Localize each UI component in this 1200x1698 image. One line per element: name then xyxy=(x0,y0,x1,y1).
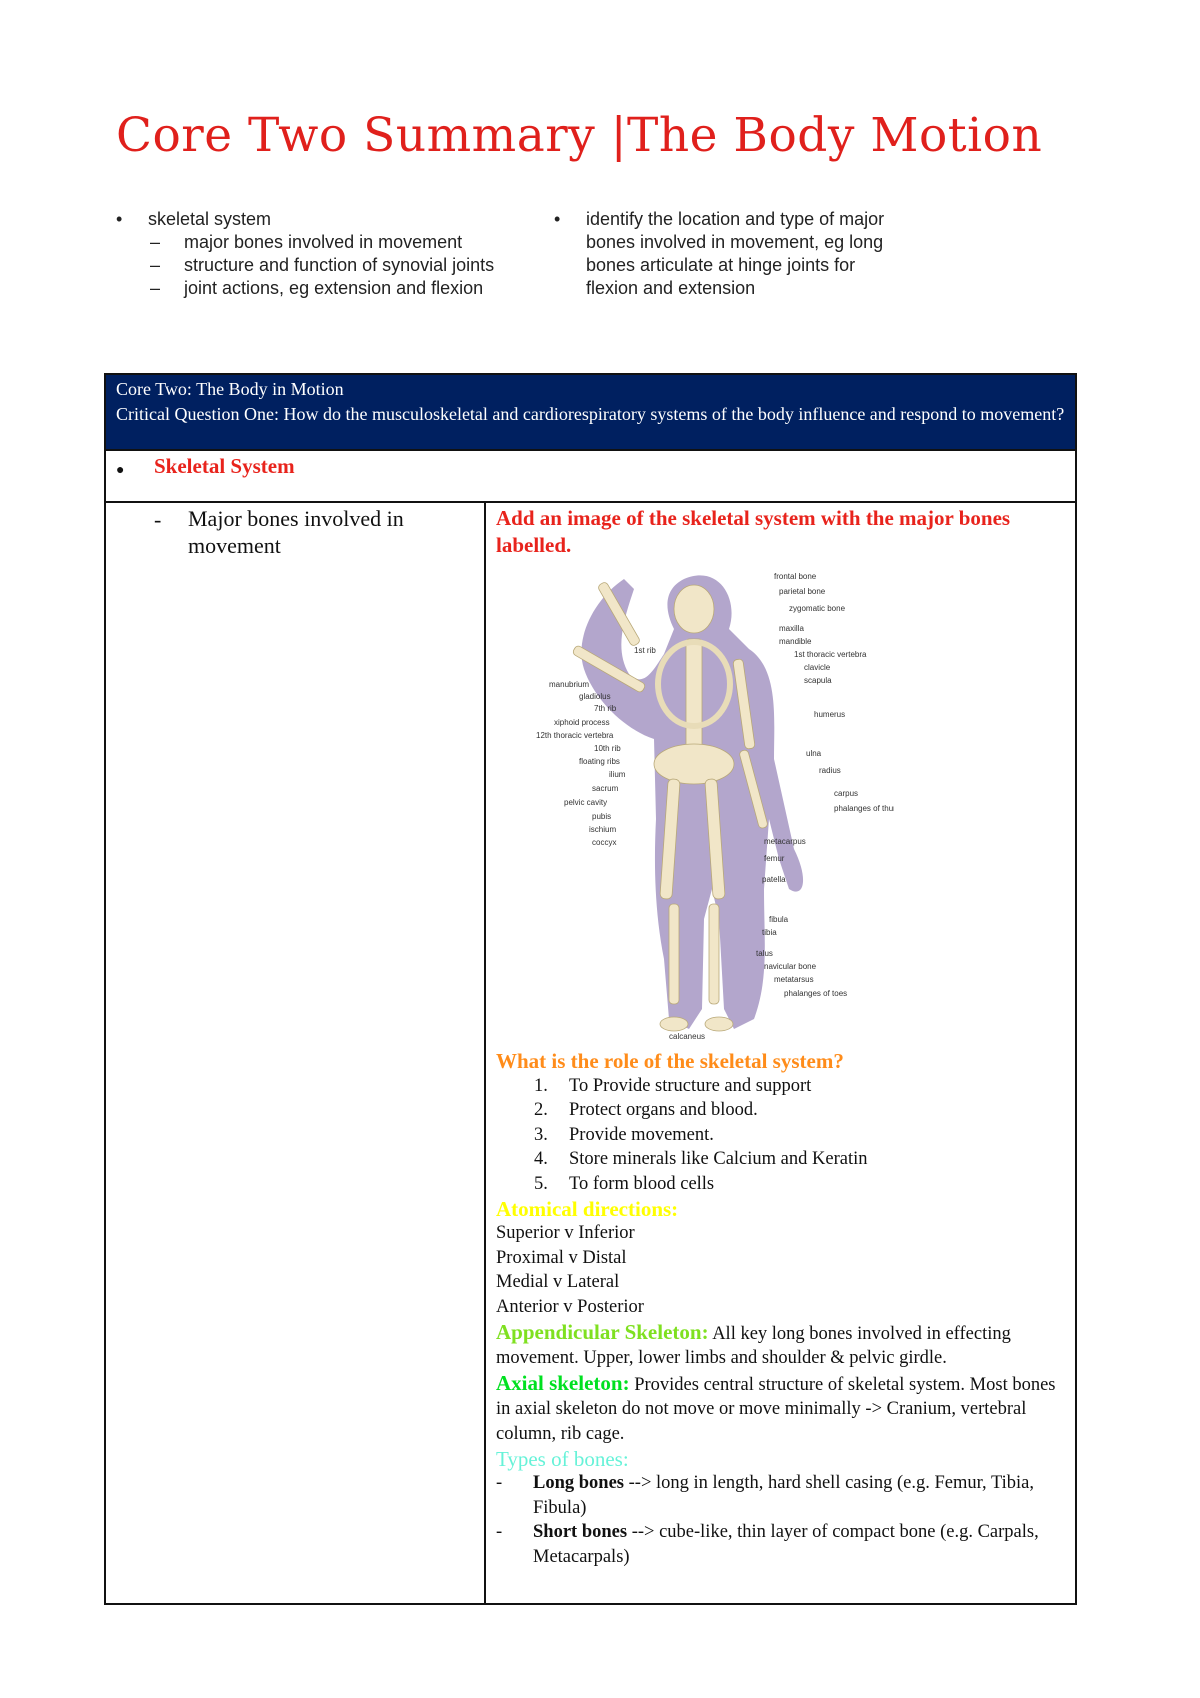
figure-label: 1st thoracic vertebra xyxy=(794,650,867,659)
list-item: 2.Protect organs and blood. xyxy=(534,1100,758,1121)
figure-label: 12th thoracic vertebra xyxy=(536,731,614,740)
list-item: -Short bones --> cube-like, thin layer o… xyxy=(496,1522,1039,1567)
critical-question: Critical Question One: How do the muscul… xyxy=(116,404,1065,424)
figure-label: talus xyxy=(756,949,773,958)
figure-label: navicular bone xyxy=(764,962,817,971)
bullet-icon: • xyxy=(554,209,561,229)
syllabus-subitem: joint actions, eg extension and flexion xyxy=(184,278,484,298)
figure-label: gladiolus xyxy=(579,692,611,701)
page-title: Core Two Summary |The Body Motion xyxy=(116,108,1043,163)
roles-list: 1.To Provide structure and support 2.Pro… xyxy=(496,1074,1065,1197)
syllabus-line: flexion and extension xyxy=(586,278,756,298)
instruction-text: Add an image of the skeletal system with… xyxy=(496,506,1011,557)
figure-label: patella xyxy=(762,875,786,884)
section-title: Skeletal System xyxy=(154,454,295,478)
list-item: 1.To Provide structure and support xyxy=(534,1075,812,1096)
figure-label: manubrium xyxy=(549,680,589,689)
topic-cell: - Major bones involved in movement xyxy=(104,501,486,1605)
figure-label: maxilla xyxy=(779,624,804,633)
figure-label: coccyx xyxy=(592,838,616,847)
axial-heading: Axial skeleton: xyxy=(496,1370,630,1395)
syllabus-subitem: major bones involved in movement xyxy=(184,232,463,252)
figure-label: frontal bone xyxy=(774,572,817,581)
section-row: ● Skeletal System xyxy=(104,449,1077,503)
figure-label: zygomatic bone xyxy=(789,604,846,613)
figure-label: pelvic cavity xyxy=(564,798,607,807)
figure-label: tibia xyxy=(762,928,777,937)
appendicular-paragraph: Appendicular Skeleton: All key long bone… xyxy=(496,1320,1065,1371)
dash-icon: – xyxy=(150,278,161,298)
figure-label: ischium xyxy=(589,825,616,834)
figure-label: femur xyxy=(764,854,785,863)
figure-label: mandible xyxy=(779,637,812,646)
figure-label: 7th rib xyxy=(594,704,617,713)
appendicular-text: All key long bones involved in effecting… xyxy=(496,1323,1011,1369)
figure-label: phalanges of thumb and fingers xyxy=(834,804,894,813)
figure-label: parietal bone xyxy=(779,587,826,596)
direction-item: Superior v Inferior xyxy=(496,1223,635,1244)
figure-label: humerus xyxy=(814,710,845,719)
directions-heading: Atomical directions: xyxy=(496,1196,679,1221)
list-item: 4.Store minerals like Calcium and Kerati… xyxy=(534,1149,868,1170)
syllabus-item: skeletal system xyxy=(148,209,272,229)
dash-icon: – xyxy=(150,255,161,275)
figure-labels: frontal bone parietal bone zygomatic bon… xyxy=(536,572,894,1041)
figure-label: calcaneus xyxy=(669,1032,705,1041)
syllabus-left: • skeletal system – major bones involved i… xyxy=(116,208,494,300)
summary-table: Core Two: The Body in Motion Critical Qu… xyxy=(104,373,1077,1605)
syllabus-right: • identify the location and type of major… xyxy=(554,208,884,300)
header-title: Core Two: The Body in Motion xyxy=(116,379,344,399)
list-item: 3.Provide movement. xyxy=(534,1124,714,1145)
topic-label: Major bones involved in movement xyxy=(188,506,404,558)
axial-paragraph: Axial skeleton: Provides central structu… xyxy=(496,1371,1065,1447)
figure-label: clavicle xyxy=(804,663,831,672)
list-item: -Long bones --> long in length, hard she… xyxy=(496,1473,1034,1518)
dash-icon: – xyxy=(150,232,161,252)
figure-label: ulna xyxy=(806,749,822,758)
figure-label: carpus xyxy=(834,789,858,798)
syllabus-subitem: structure and function of synovial joint… xyxy=(184,255,495,275)
skeleton-bones xyxy=(572,582,768,1032)
bone-types-list: -Long bones --> long in length, hard she… xyxy=(496,1471,1065,1569)
dash-icon: - xyxy=(154,507,162,532)
skeleton-diagram: frontal bone parietal bone zygomatic bon… xyxy=(536,572,894,1041)
figure-label: xiphoid process xyxy=(554,718,610,727)
figure-label: floating ribs xyxy=(579,757,620,766)
figure-label: scapula xyxy=(804,676,832,685)
figure-label: pubis xyxy=(592,812,611,821)
direction-item: Proximal v Distal xyxy=(496,1247,627,1268)
syllabus-line: bones involved in movement, eg long xyxy=(586,232,884,252)
figure-label: ilium xyxy=(609,770,626,779)
appendicular-heading: Appendicular Skeleton: xyxy=(496,1319,709,1344)
types-heading: Types of bones: xyxy=(496,1446,629,1471)
table-header: Core Two: The Body in Motion Critical Qu… xyxy=(104,373,1077,451)
figure-label: metatarsus xyxy=(774,975,814,984)
direction-item: Medial v Lateral xyxy=(496,1272,620,1293)
figure-label: 1st rib xyxy=(634,646,656,655)
syllabus-line: bones articulate at hinge joints for xyxy=(586,255,856,275)
figure-label: 10th rib xyxy=(594,744,621,753)
list-item: 5.To form blood cells xyxy=(534,1173,715,1194)
syllabus-line: identify the location and type of major xyxy=(586,209,885,229)
figure-label: metacarpus xyxy=(764,837,806,846)
content-cell: Add an image of the skeletal system with… xyxy=(484,501,1077,1605)
figure-label: fibula xyxy=(769,915,789,924)
figure-label: sacrum xyxy=(592,784,619,793)
role-heading: What is the role of the skeletal system? xyxy=(496,1049,844,1073)
figure-label: phalanges of toes xyxy=(784,989,847,998)
bullet-icon: • xyxy=(116,209,123,229)
axial-text: Provides central structure of skeletal s… xyxy=(496,1374,1056,1444)
figure-label: radius xyxy=(819,766,841,775)
bullet-icon: ● xyxy=(116,463,125,478)
direction-item: Anterior v Posterior xyxy=(496,1296,644,1317)
